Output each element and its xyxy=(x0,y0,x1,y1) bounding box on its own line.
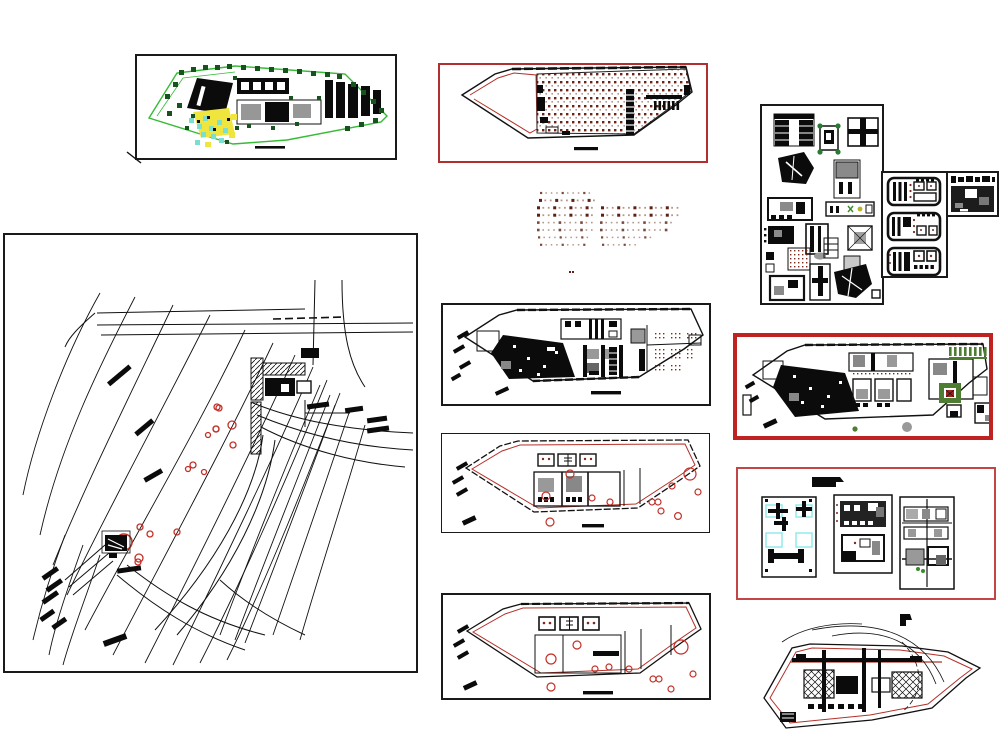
scale-bar xyxy=(583,691,613,695)
stair-detail-plan xyxy=(817,123,841,155)
scale-bar xyxy=(574,147,598,151)
central-courtyard-buildings xyxy=(236,99,322,125)
panel-excavation-plan xyxy=(438,63,708,163)
corner-room-plan xyxy=(768,274,806,302)
square-detail xyxy=(847,225,873,251)
panel-construction-site-plan xyxy=(752,612,997,745)
site-furniture xyxy=(742,394,989,432)
panel-landscaped-site-plan xyxy=(733,333,993,440)
building-under-construction xyxy=(780,648,923,722)
scale-bar xyxy=(591,391,621,395)
central-core xyxy=(583,345,623,377)
unit-plan-row xyxy=(886,176,942,207)
room-plan-b xyxy=(764,226,794,244)
unit-plan-row xyxy=(886,211,942,242)
scale-bar xyxy=(582,524,604,528)
building-slots xyxy=(196,82,285,107)
dimension-ticks xyxy=(450,330,510,396)
panel-stacked-unit-plans xyxy=(881,171,948,278)
north-arrow-block xyxy=(812,477,844,487)
unit-detail-plans xyxy=(899,496,955,590)
red-offset-line xyxy=(471,443,696,509)
panel-dark-unit-plan xyxy=(946,171,999,217)
crane-arcs xyxy=(781,623,945,713)
column-grid-dot-hatch xyxy=(537,191,679,273)
panel-colored-master-plan xyxy=(135,54,397,160)
counter-elevation xyxy=(825,201,875,217)
center-roomlets xyxy=(852,378,912,407)
framing-plan-detail xyxy=(761,496,817,578)
existing-building xyxy=(101,530,131,558)
spot-elevation-bars xyxy=(39,364,390,647)
green-patio xyxy=(939,383,961,403)
site-boundary xyxy=(460,66,693,139)
top-room-row xyxy=(538,616,600,631)
roof-outline-rooms xyxy=(534,625,672,674)
facade-elevation xyxy=(773,113,815,147)
courtyard-color-garden xyxy=(185,108,239,147)
panel-ground-floor-plan xyxy=(441,303,711,406)
top-room-row xyxy=(560,318,622,340)
rotated-roof-block xyxy=(778,152,814,184)
gray-room xyxy=(979,197,989,205)
contour-lines xyxy=(22,292,366,666)
left-building-mass xyxy=(491,335,575,379)
roof-ridge-bar xyxy=(593,651,619,656)
building-cluster xyxy=(250,348,319,455)
roof-slab xyxy=(951,176,995,183)
door-slot xyxy=(960,209,968,212)
site-boundary xyxy=(465,602,702,678)
dimension-ticks xyxy=(452,624,478,691)
north-arrow-block xyxy=(900,614,912,626)
cross-unit-plan xyxy=(847,117,879,147)
site-boundary xyxy=(763,643,982,729)
dimension-ticks xyxy=(744,380,778,429)
red-offset-line xyxy=(469,72,538,134)
cabinet-elevation xyxy=(833,159,861,199)
room-plan-a xyxy=(767,197,813,221)
top-rooms xyxy=(848,352,914,377)
unit-plan-row xyxy=(886,246,942,276)
boundary-wall xyxy=(804,342,984,347)
panel-roof-plan xyxy=(441,593,711,700)
red-circles xyxy=(545,639,697,693)
boundary-walls xyxy=(516,307,692,383)
top-room-row xyxy=(537,453,597,467)
tree-icons xyxy=(165,64,384,131)
panel-upper-floor-plan xyxy=(441,433,710,533)
scale-bar xyxy=(255,146,285,149)
t-shaped-detail xyxy=(809,263,831,301)
bathroom-plans xyxy=(833,494,893,574)
rotated-fan-block xyxy=(834,264,881,299)
survey-circles xyxy=(115,403,237,566)
green-pergola xyxy=(949,347,987,359)
red-offset-line xyxy=(769,647,973,724)
center-rooms xyxy=(533,468,641,507)
panel-structural-details xyxy=(736,467,996,600)
site-boundary xyxy=(751,343,988,420)
hatched-square xyxy=(765,247,826,273)
column-grid-zone xyxy=(630,325,702,371)
courtyard-notch xyxy=(965,189,977,198)
column-slab xyxy=(536,68,692,135)
boundary-wall xyxy=(520,601,690,606)
dimension-ticks xyxy=(451,461,477,526)
road-lines xyxy=(64,279,414,651)
site-boundary xyxy=(464,439,701,513)
red-offset-line xyxy=(472,606,697,674)
core-walls xyxy=(537,85,690,135)
north-retaining-wall xyxy=(511,65,687,71)
building-masses xyxy=(187,78,381,118)
panel-topographic-site-plan xyxy=(3,233,418,673)
panel-detail-sheet xyxy=(760,104,884,305)
red-circles xyxy=(541,467,702,527)
left-building-mass xyxy=(773,365,859,417)
gray-room xyxy=(955,203,963,208)
